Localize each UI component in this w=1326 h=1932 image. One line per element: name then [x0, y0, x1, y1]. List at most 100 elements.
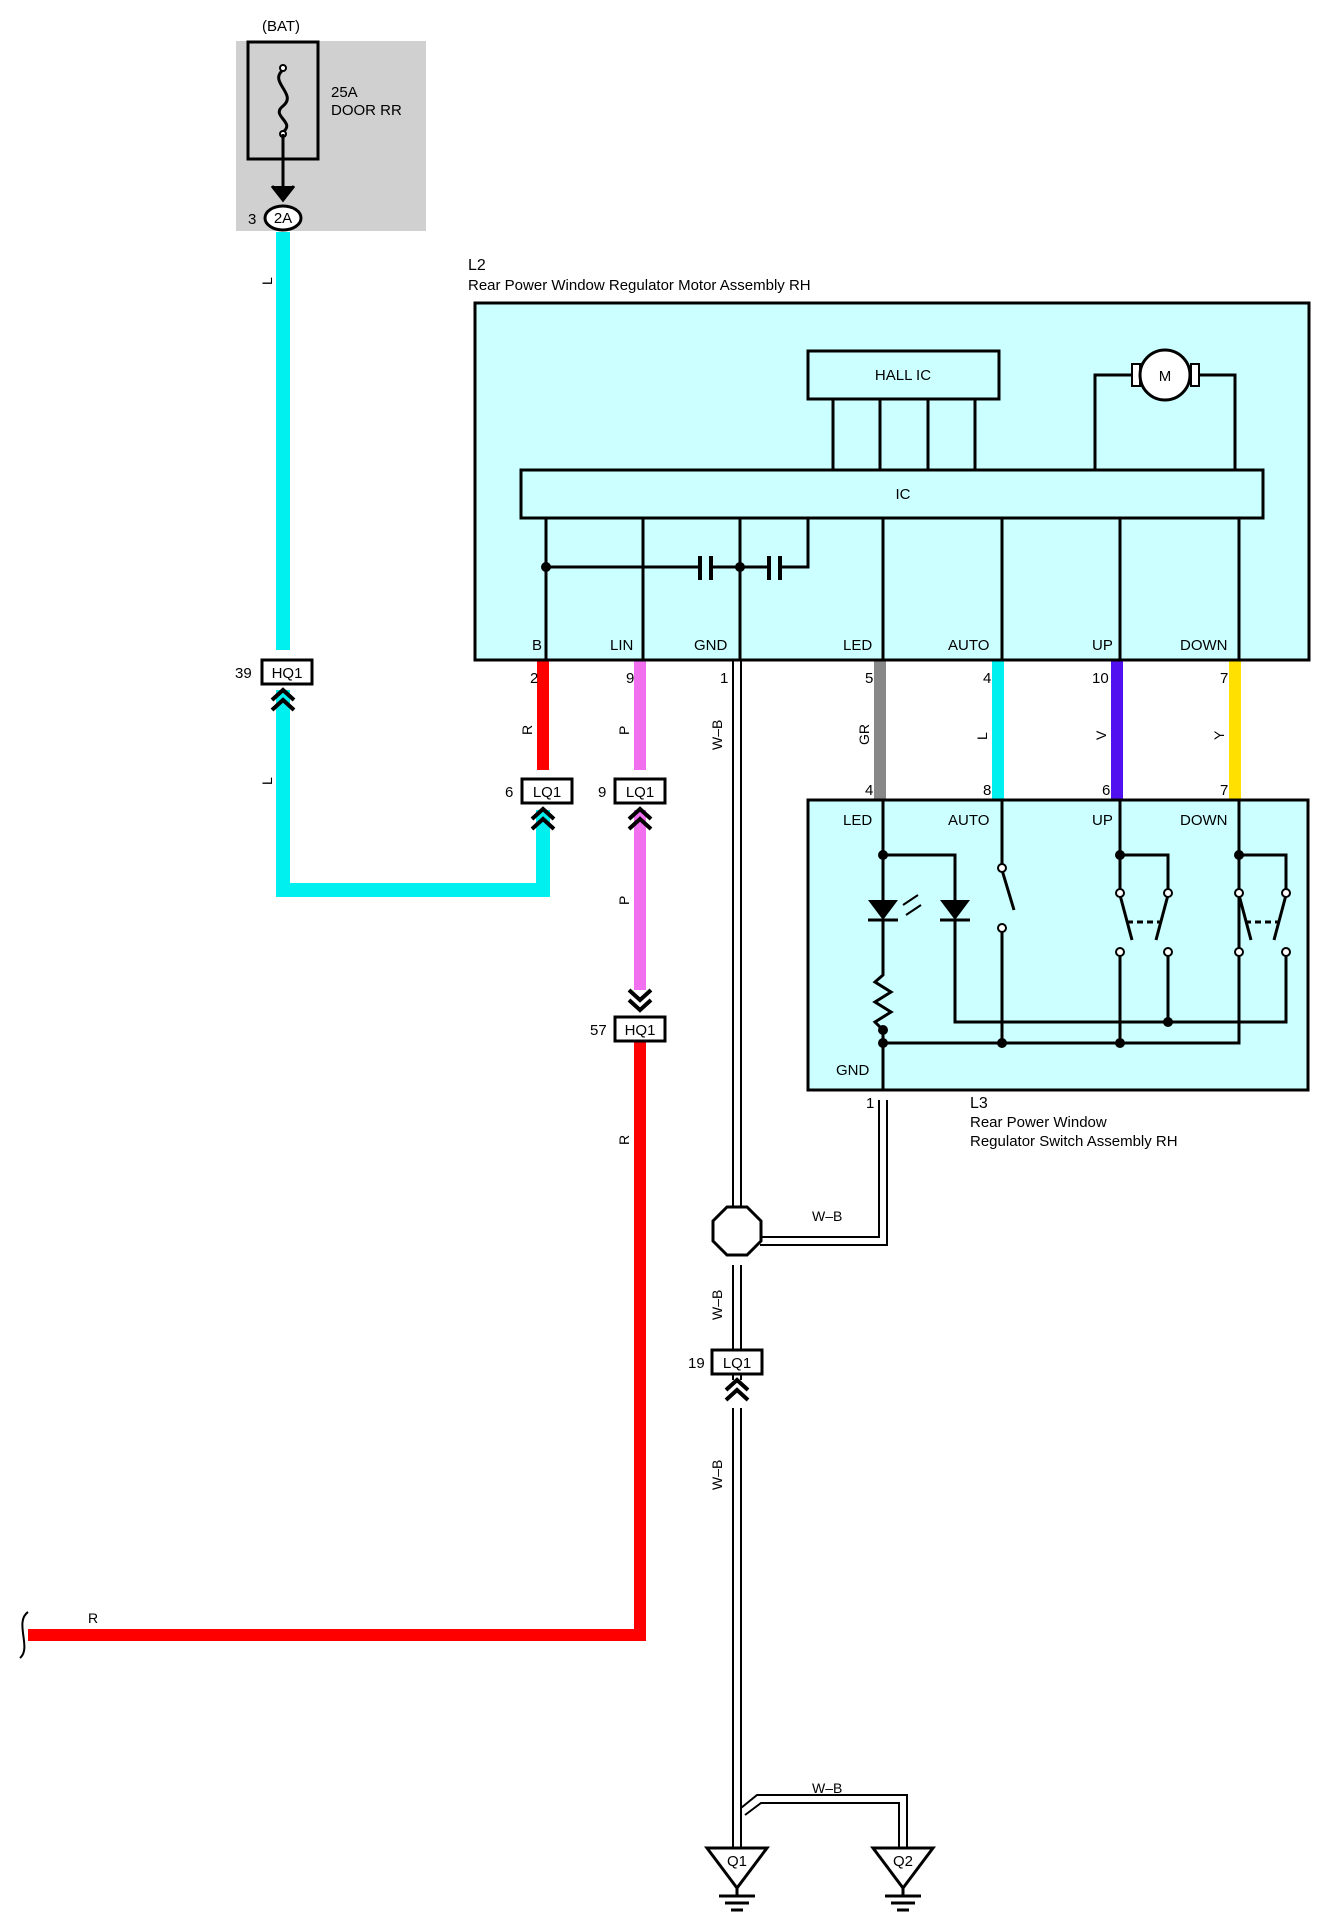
ground-q1: Q1 — [704, 1846, 770, 1912]
svg-text:6: 6 — [505, 784, 513, 801]
wire-color-l-2: L — [259, 777, 275, 785]
fuse-element-icon — [277, 68, 289, 134]
motor-label: M — [1159, 368, 1172, 385]
switch-contacts — [997, 863, 1291, 957]
wire-break-icon — [19, 1611, 29, 1659]
wire-color-l-3: L — [974, 732, 990, 740]
terminal-auto: AUTO — [948, 637, 989, 654]
switch-assembly-title-1: Rear Power Window — [970, 1114, 1107, 1131]
wire-color-gr: GR — [856, 724, 872, 745]
connector-arrow-icon — [627, 806, 653, 831]
fuse-connector-label: 2A — [274, 210, 292, 227]
pin-b: 2 — [530, 670, 538, 687]
terminal-led: LED — [843, 637, 872, 654]
junction-dots — [878, 850, 1244, 1048]
hall-ic-box — [806, 349, 1001, 401]
wire-wb-ground — [732, 660, 908, 1850]
capacitor-icon — [698, 556, 782, 580]
pin-down: 7 — [1220, 670, 1228, 687]
wire-color-r-3: R — [88, 1610, 98, 1626]
wire-color-p-1: P — [616, 726, 632, 735]
fuse-box: (BAT) 25A DOOR RR 2A 3 — [236, 18, 426, 232]
wire-color-l-1: L — [259, 277, 275, 285]
connector-arrow-icon — [627, 988, 653, 1013]
diode-icon — [940, 900, 970, 920]
switch-terminal-auto: AUTO — [948, 812, 989, 829]
terminal-gnd: GND — [694, 637, 728, 654]
wire-color-r-1: R — [519, 725, 535, 735]
hall-ic-label: HALL IC — [875, 367, 931, 384]
motor-assembly: L2 Rear Power Window Regulator Motor Ass… — [468, 257, 1311, 687]
switch-pin-down: 7 — [1220, 782, 1228, 799]
terminal-up: UP — [1092, 637, 1113, 654]
switch-terminal-up: UP — [1092, 812, 1113, 829]
motor-icon: M — [1093, 348, 1237, 470]
ic-box — [519, 468, 1265, 520]
wire-color-wb-3: W–B — [709, 1290, 725, 1320]
svg-text:HQ1: HQ1 — [272, 665, 303, 682]
pin-led: 5 — [865, 670, 873, 687]
fuse-pin: 3 — [248, 211, 256, 228]
svg-text:HQ1: HQ1 — [625, 1022, 656, 1039]
svg-text:LQ1: LQ1 — [723, 1355, 751, 1372]
pin-lin: 9 — [626, 670, 634, 687]
switch-assembly-code: L3 — [970, 1095, 988, 1112]
wire-color-wb-4: W–B — [709, 1460, 725, 1490]
wire-color-wb-1: W–B — [709, 720, 725, 750]
switch-pin-gnd: 1 — [866, 1095, 874, 1112]
svg-text:57: 57 — [590, 1022, 607, 1039]
switch-terminal-down: DOWN — [1180, 812, 1228, 829]
wire-r-b: R — [519, 660, 549, 770]
switch-terminal-led: LED — [843, 812, 872, 829]
svg-text:Q1: Q1 — [727, 1853, 747, 1870]
wire-color-wb-2: W–B — [812, 1208, 842, 1224]
connector-lq1-gnd: LQ1 19 — [688, 1348, 764, 1402]
wire-r-lower — [28, 1040, 646, 1641]
wire-l-lower — [276, 690, 550, 897]
light-emission-icon — [902, 894, 922, 916]
switch-terminal-gnd: GND — [836, 1062, 870, 1079]
led-icon — [868, 900, 898, 920]
connector-hq1-lower: HQ1 57 — [590, 988, 667, 1043]
pin-up: 10 — [1092, 670, 1109, 687]
motor-assembly-code: L2 — [468, 257, 486, 274]
svg-text:LQ1: LQ1 — [626, 784, 654, 801]
wire-l-battery: L L — [259, 232, 550, 897]
terminal-down: DOWN — [1180, 637, 1228, 654]
connector-arrow-icon — [724, 1377, 750, 1402]
wire-color-wb-5: W–B — [812, 1780, 842, 1796]
wire-color-p-2: P — [616, 896, 632, 905]
splice-point-icon — [711, 1205, 763, 1257]
connector-arrow-icon — [270, 185, 296, 203]
wire-color-v: V — [1093, 730, 1109, 740]
ground-icon — [719, 1888, 755, 1912]
connector-arrow-icon — [530, 806, 556, 831]
svg-text:Q2: Q2 — [893, 1853, 913, 1870]
junction-dot — [541, 562, 551, 572]
ground-q2: Q2 — [870, 1846, 936, 1912]
connector-arrow-icon — [270, 687, 296, 712]
junction-dot — [735, 562, 745, 572]
ic-output-lines — [544, 518, 1241, 660]
switch-assembly-title-2: Regulator Switch Assembly RH — [970, 1133, 1178, 1150]
fuse-name: DOOR RR — [331, 102, 402, 119]
terminal-b: B — [532, 637, 542, 654]
fuse-rating: 25A — [331, 84, 358, 101]
ground-icon — [885, 1888, 921, 1912]
hall-ic-leads — [831, 399, 977, 470]
svg-text:19: 19 — [688, 1355, 705, 1372]
fuse-source-label: (BAT) — [262, 18, 300, 35]
switch-assembly: 4 8 6 7 LED AUTO UP DOWN GND 1 — [806, 782, 1310, 1150]
connector-lq1-b: LQ1 6 — [505, 777, 574, 831]
connector-hq1-upper: HQ1 39 — [235, 658, 314, 712]
svg-text:LQ1: LQ1 — [533, 784, 561, 801]
wire-color-y: Y — [1211, 730, 1227, 740]
switch-pin-up: 6 — [1102, 782, 1110, 799]
ic-label: IC — [896, 486, 911, 503]
svg-text:9: 9 — [598, 784, 606, 801]
switch-pin-led: 4 — [865, 782, 873, 799]
switch-pin-auto: 8 — [983, 782, 991, 799]
fuse-terminal-top — [279, 64, 287, 72]
wire-p-lin: P P — [616, 660, 646, 990]
